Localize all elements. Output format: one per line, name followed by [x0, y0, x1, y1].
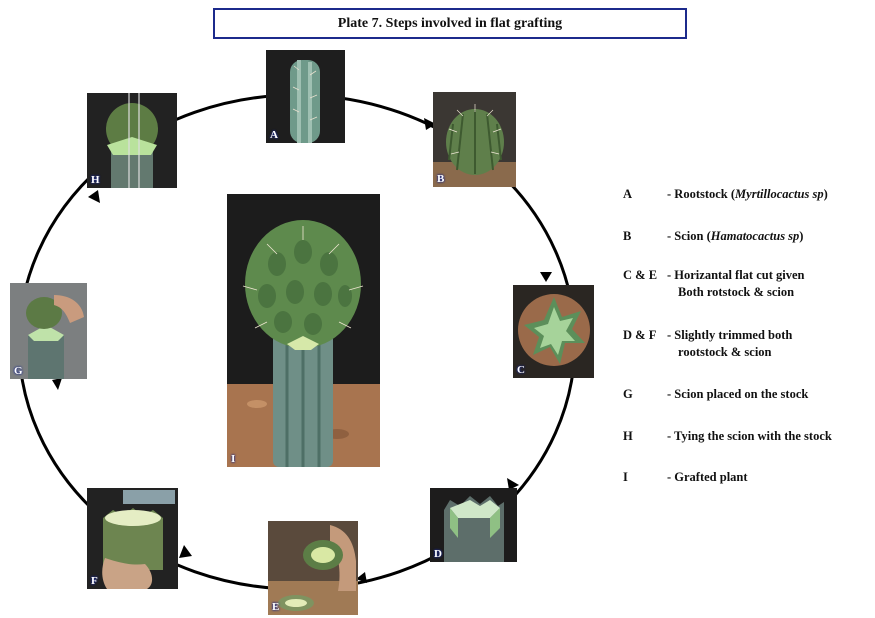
legend-key: C & E: [623, 267, 657, 284]
photo-b-scion: B: [433, 92, 516, 187]
legend-item-c-e: C & E - Horizantal flat cut given Both r…: [623, 267, 794, 301]
photo-b-label: B: [437, 173, 444, 185]
photo-g-label: G: [14, 365, 23, 377]
legend-desc: - Scion (Hamatocactus sp): [667, 228, 803, 245]
arrow-b-to-c: [540, 272, 552, 282]
legend-desc-line2: Both rotstock & scion: [623, 284, 794, 301]
photo-h-tied: H: [87, 93, 177, 188]
photo-i-grafted-plant: I: [227, 194, 380, 467]
legend-item-d-f: D & F - Slightly trimmed both rootstock …: [623, 327, 772, 361]
legend-key: D & F: [623, 327, 656, 344]
legend-item-a: A - Rootstock (Myrtillocactus sp): [623, 186, 632, 203]
photo-e-label: E: [272, 601, 279, 613]
legend-key: H: [623, 428, 633, 445]
legend-item-h: H - Tying the scion with the stock: [623, 428, 633, 445]
photo-a-rootstock: A: [266, 50, 345, 143]
legend-item-i: I - Grafted plant: [623, 469, 628, 486]
legend-desc: - Tying the scion with the stock: [667, 428, 832, 445]
arrow-f-to-g: [52, 378, 62, 390]
photo-c-flat-cut: C: [513, 285, 594, 378]
photo-f-trimmed-scion: F: [87, 488, 178, 589]
legend-desc-line2: rootstock & scion: [623, 344, 772, 361]
photo-e-cut-scion: E: [268, 521, 358, 615]
legend-desc: - Horizantal flat cut given: [667, 267, 804, 284]
photo-c-label: C: [517, 364, 525, 376]
legend-desc: - Rootstock (Myrtillocactus sp): [667, 186, 828, 203]
arrow-e-to-f: [179, 545, 192, 558]
legend-desc: - Grafted plant: [667, 469, 748, 486]
legend-key: B: [623, 228, 631, 245]
photo-f-label: F: [91, 575, 98, 587]
photo-d-label: D: [434, 548, 442, 560]
photo-h-label: H: [91, 174, 100, 186]
legend-item-g: G - Scion placed on the stock: [623, 386, 633, 403]
legend-desc: - Scion placed on the stock: [667, 386, 808, 403]
legend-item-b: B - Scion (Hamatocactus sp): [623, 228, 631, 245]
photo-i-label: I: [231, 453, 235, 465]
photo-a-label: A: [270, 129, 278, 141]
legend-desc: - Slightly trimmed both: [667, 327, 792, 344]
legend-key: I: [623, 469, 628, 486]
legend-key: A: [623, 186, 632, 203]
arrow-g-to-h: [88, 190, 100, 203]
photo-d-trimmed-rootstock: D: [430, 488, 517, 562]
legend-key: G: [623, 386, 633, 403]
photo-g-scion-placed: G: [10, 283, 87, 379]
